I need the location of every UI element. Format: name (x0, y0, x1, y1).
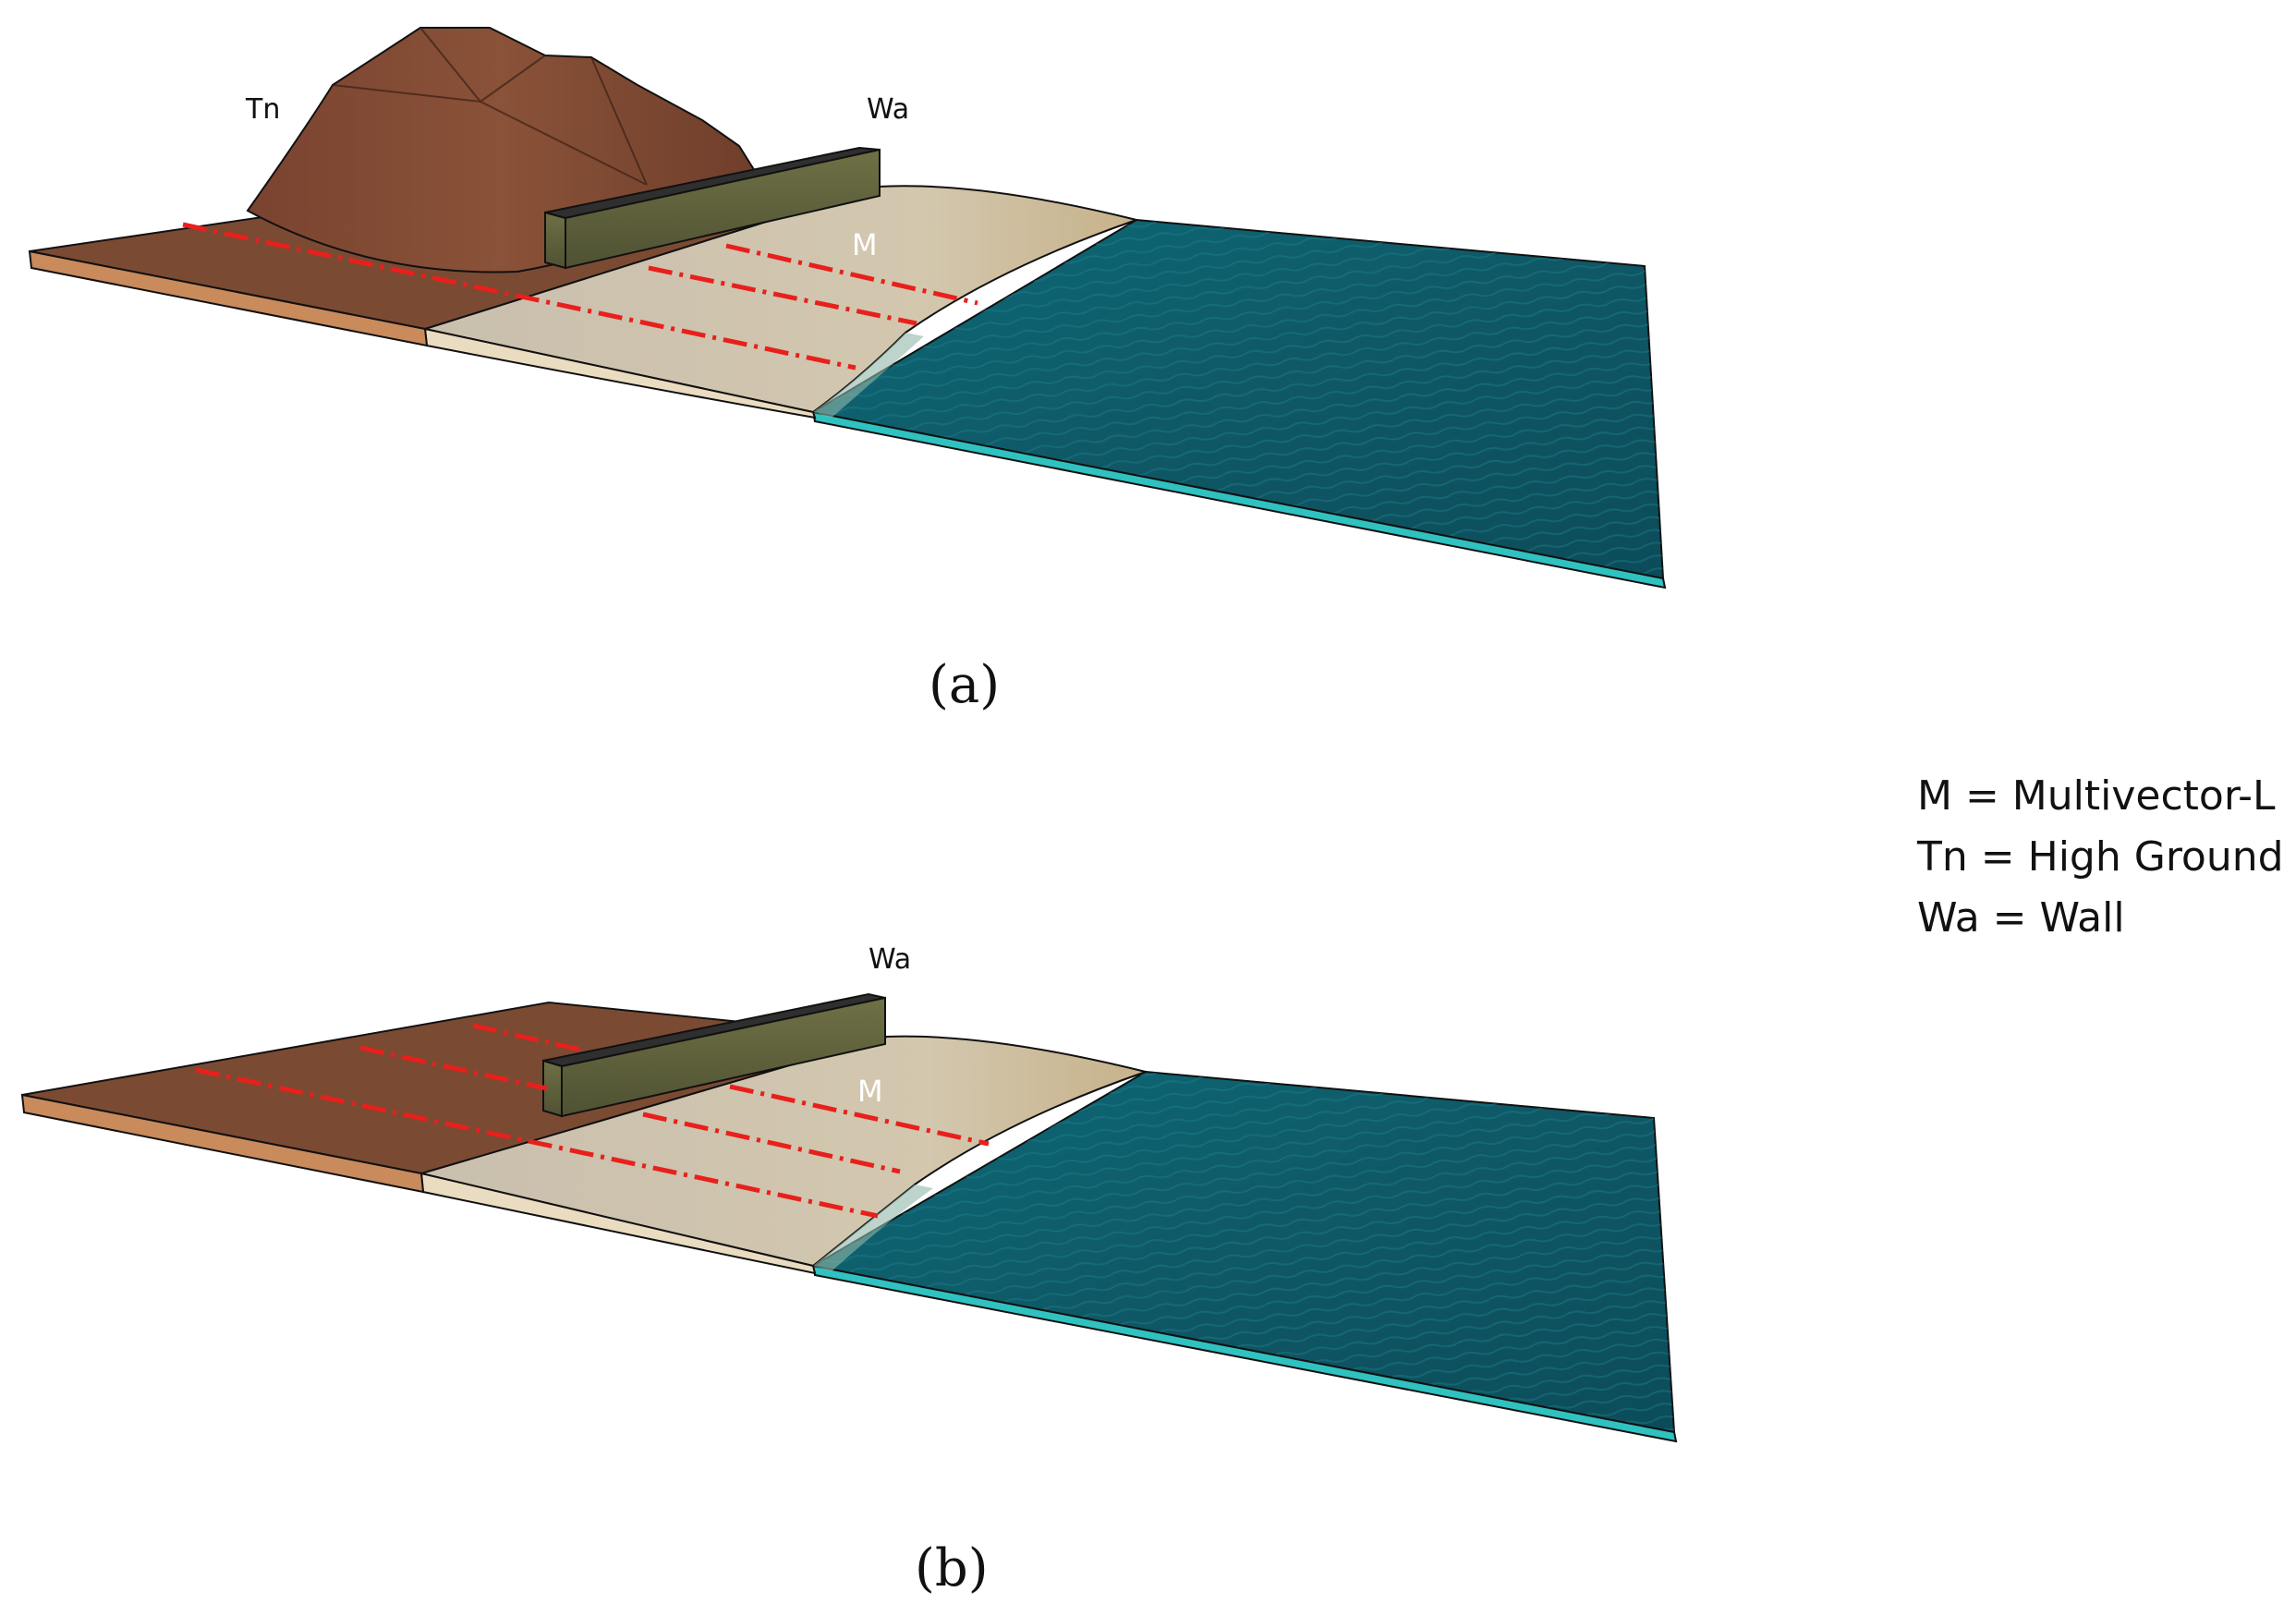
label-high-ground: Tn (245, 93, 280, 126)
transect-line (359, 1045, 548, 1091)
beach-area (418, 1035, 1149, 1275)
transect-line (472, 1023, 581, 1052)
transect-line (182, 222, 856, 371)
legend-item-high-ground: Tn = High Ground (1916, 833, 2284, 881)
panel-a: Tn Wa M (a) (28, 27, 1667, 715)
legend-item-wall: Wa = Wall (1917, 894, 2125, 942)
label-wall: Wa (869, 943, 911, 976)
transect-line (642, 1112, 901, 1174)
label-multivector: M (852, 227, 878, 262)
legend: M = Multivector-L Tn = High Ground Wa = … (1916, 772, 2284, 942)
caption-a: (a) (929, 655, 1000, 715)
label-wall: Wa (867, 93, 909, 126)
wall (544, 146, 881, 270)
transect-line (648, 265, 917, 326)
wall (542, 992, 886, 1118)
transect-line (195, 1067, 879, 1219)
beach-area (421, 185, 1140, 419)
panel-b: Wa M (b) (20, 943, 1678, 1598)
water-area (810, 1070, 1678, 1443)
legend-item-multivector: M = Multivector-L (1917, 772, 2276, 820)
transect-line (725, 243, 978, 306)
label-multivector: M (857, 1074, 883, 1109)
transect-line (729, 1084, 990, 1147)
caption-b: (b) (915, 1538, 989, 1598)
transect-lines (195, 1023, 990, 1219)
water-area (810, 218, 1667, 589)
transect-lines (182, 222, 978, 371)
